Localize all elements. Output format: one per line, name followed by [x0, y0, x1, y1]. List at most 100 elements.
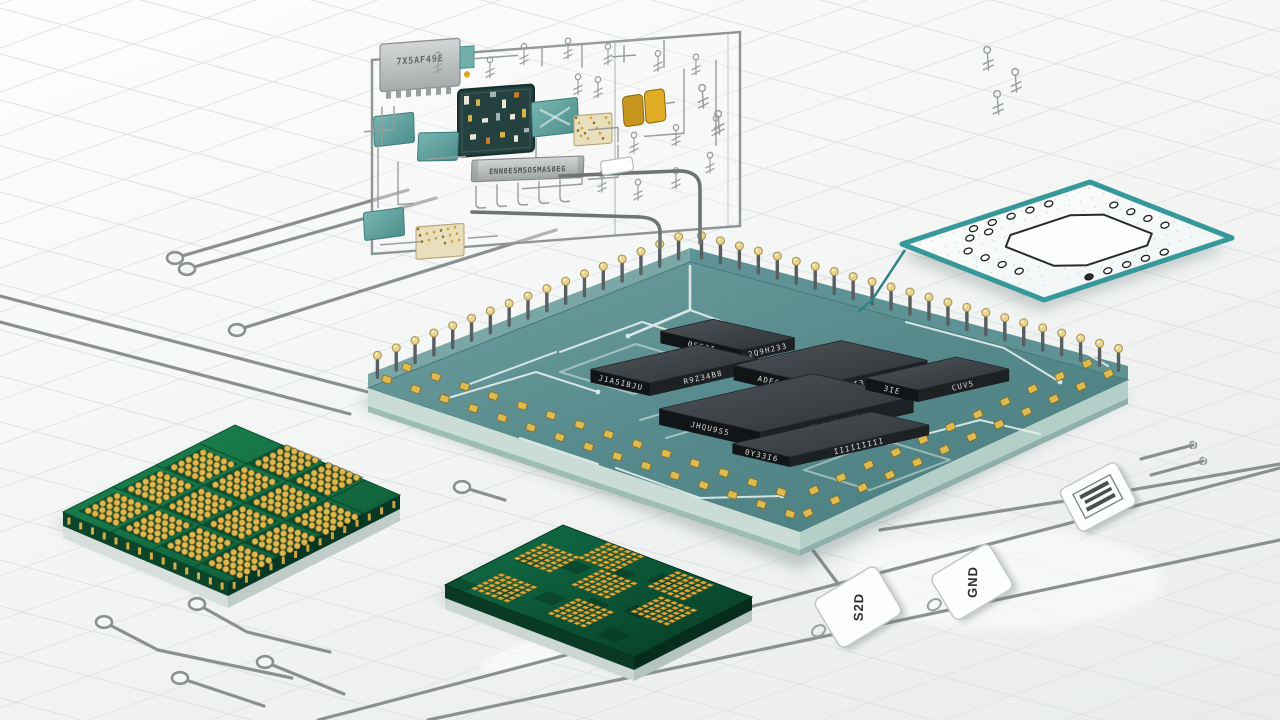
- bga-bump: [345, 471, 353, 479]
- floor-wire: [1118, 462, 1280, 494]
- tile-line: [0, 375, 1275, 720]
- pad-cell: [630, 609, 640, 614]
- pad-cell: [576, 613, 587, 618]
- pin-highlight: [450, 323, 453, 326]
- solder-pad: [966, 431, 978, 442]
- pcb-trace: [954, 309, 1109, 367]
- pad-cell: [652, 603, 662, 608]
- floor-wire: [0, 320, 352, 416]
- symbol-tick: [633, 194, 643, 201]
- symbol-circle: [564, 37, 572, 45]
- bga-bump: [258, 534, 266, 542]
- card-dot: [1089, 269, 1091, 272]
- pad-cell: [566, 618, 576, 623]
- pad-cell: [518, 590, 528, 595]
- pin-highlight: [888, 284, 891, 287]
- module1-bump-arrays: [78, 444, 364, 580]
- symbol-tick: [573, 89, 583, 96]
- bga-bump: [141, 484, 149, 492]
- pad-cell: [528, 548, 539, 553]
- symbol-tick: [603, 59, 613, 65]
- pad-cell: [688, 608, 698, 613]
- card-dot: [1116, 198, 1119, 201]
- bga-bump: [351, 513, 359, 521]
- pad-cell: [587, 607, 597, 613]
- footprint-pad: [968, 225, 979, 233]
- bga-bump: [126, 524, 134, 532]
- pad-cell: [636, 611, 646, 617]
- bar-ic-pin: [517, 182, 528, 206]
- pad-cell: [657, 578, 667, 583]
- card-dot: [1044, 284, 1046, 287]
- bga-bump: [289, 487, 297, 495]
- bga-bump: [106, 496, 114, 504]
- pad-cell: [606, 557, 617, 562]
- floor-wire: [173, 188, 410, 260]
- bga-bump: [283, 451, 291, 459]
- bga-bump: [98, 513, 106, 521]
- pad-cell: [604, 547, 614, 552]
- solder-pad: [467, 403, 479, 414]
- module1-edge-stubs: [67, 501, 396, 590]
- speckle-dot: [576, 129, 580, 132]
- bga-bump: [190, 498, 198, 506]
- transistor-symbol-icon: [519, 42, 529, 65]
- bga-bump: [177, 466, 185, 474]
- pad-cell: [646, 584, 656, 589]
- speckle-dot: [446, 227, 450, 231]
- symbol-tick: [563, 48, 573, 55]
- solder-pad: [938, 444, 950, 455]
- module1-base-left: [63, 526, 228, 608]
- tile-line: [0, 0, 1280, 400]
- pad-cell: [575, 608, 585, 613]
- pin-ball-icon: [448, 321, 458, 331]
- tile-line: [819, 0, 1280, 125]
- bga-bump: [272, 540, 280, 548]
- bga-bump: [174, 545, 182, 553]
- panel-component: [500, 131, 505, 138]
- pad-cell: [509, 577, 520, 582]
- symbol-circle: [993, 89, 1002, 98]
- yellow-capacitor-pair: [622, 88, 676, 127]
- wire-terminal-icon: [165, 250, 185, 266]
- bga-bump: [330, 504, 338, 512]
- pad-cell: [675, 581, 685, 586]
- pad-cell: [683, 593, 694, 598]
- pad-cell: [582, 553, 592, 558]
- symbol-circle: [630, 131, 638, 139]
- card-dot: [964, 228, 966, 231]
- pad-cell: [624, 554, 634, 559]
- net-label-tag: GND: [926, 544, 1018, 622]
- bga-bump: [183, 502, 191, 510]
- speckle-dot: [420, 240, 424, 244]
- pad-cell: [589, 589, 599, 595]
- pin-highlight: [431, 330, 434, 333]
- solder-pad: [487, 391, 499, 401]
- pad-cell: [647, 606, 657, 611]
- footprint-pad: [1043, 200, 1054, 208]
- card-dot: [1063, 267, 1066, 270]
- bga-bump: [280, 529, 288, 537]
- speckle-dot: [432, 230, 436, 234]
- pin-highlight: [1040, 325, 1043, 328]
- symbol-tick: [697, 96, 709, 104]
- pad-cell: [476, 588, 487, 593]
- pad-cell: [600, 584, 610, 589]
- bar-ic-label: ENN0ESMSOSMAS0EG: [489, 164, 566, 176]
- bga-bump: [315, 525, 323, 533]
- bar-ic-pin: [496, 184, 507, 208]
- pad-cell: [705, 583, 715, 588]
- bga-bump: [227, 460, 235, 468]
- symbol-tick: [713, 122, 725, 130]
- pcb-side-right: [800, 380, 1128, 550]
- pad-cell: [559, 555, 570, 560]
- symbol-tick: [1010, 86, 1023, 93]
- bga-bump: [273, 527, 281, 535]
- pin-ball-icon: [924, 292, 934, 302]
- pad-cell: [558, 611, 568, 616]
- card-dot: [1034, 215, 1037, 218]
- bga-bump: [204, 491, 212, 499]
- bga-bump: [309, 495, 317, 503]
- pad-cell: [662, 598, 673, 603]
